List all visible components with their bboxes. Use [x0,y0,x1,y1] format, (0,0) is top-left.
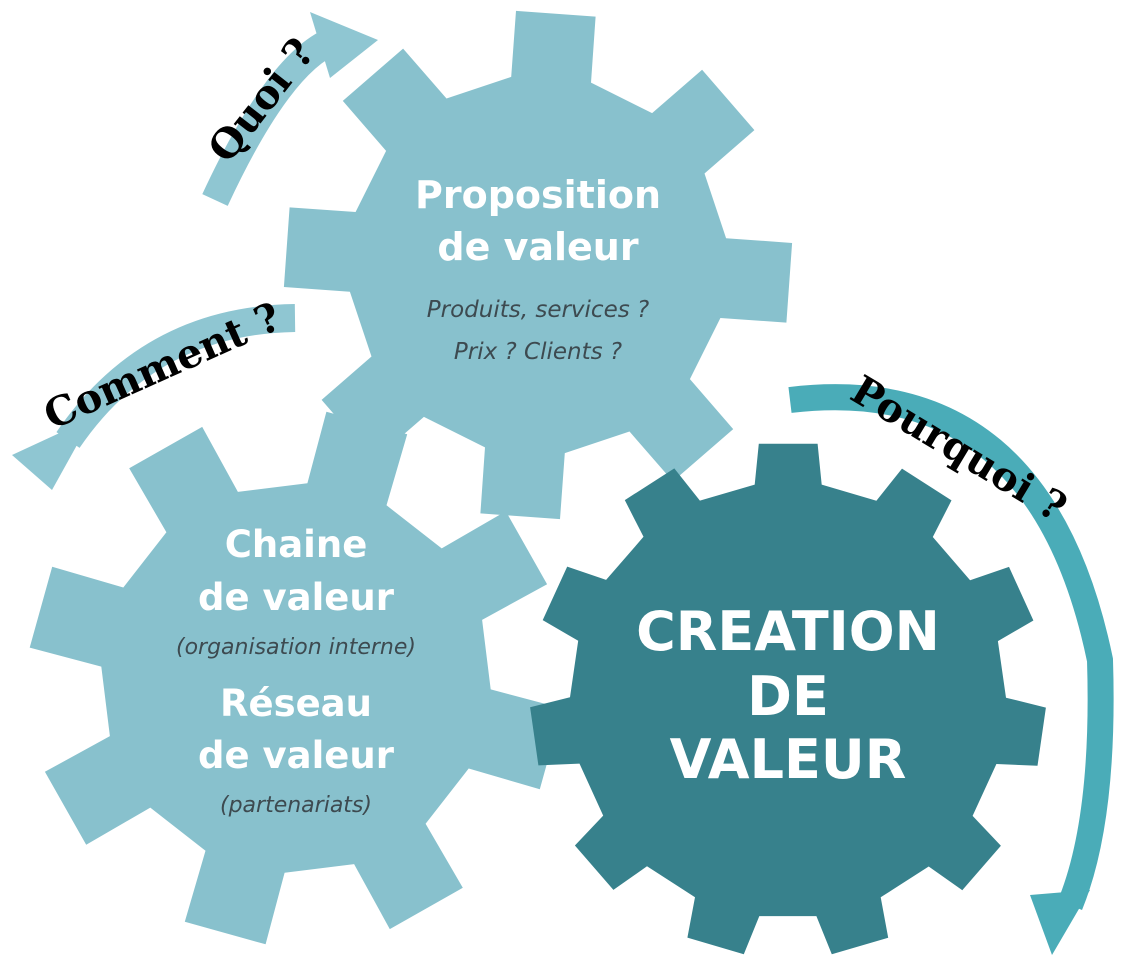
creation-title-line3: VALEUR [670,728,907,791]
quoi-label: Quoi ? [199,29,324,171]
proposition-subtitle-line2: Prix ? Clients ? [454,339,622,365]
reseau-title-line1: Réseau [220,682,372,725]
reseau-title-line2: de valeur [198,734,395,777]
proposition-gear [283,10,793,520]
chaine-title-line1: Chaine [225,523,368,566]
chaine-gear [29,411,563,945]
proposition-title-line1: Proposition [415,173,661,217]
comment-arrow [12,304,296,490]
reseau-subtitle: (partenariats) [220,793,372,818]
chaine-title-line2: de valeur [198,576,395,619]
comment-label: Comment ? [37,293,288,439]
creation-title-line1: CREATION [636,600,940,663]
pourquoi-arrow [788,384,1114,955]
proposition-subtitle-line1: Produits, services ? [427,297,649,323]
creation-gear [530,443,1046,955]
proposition-title-line2: de valeur [437,225,638,269]
creation-title-line2: DE [747,665,829,728]
quoi-arrow [202,12,378,206]
chaine-subtitle: (organisation interne) [176,635,416,660]
